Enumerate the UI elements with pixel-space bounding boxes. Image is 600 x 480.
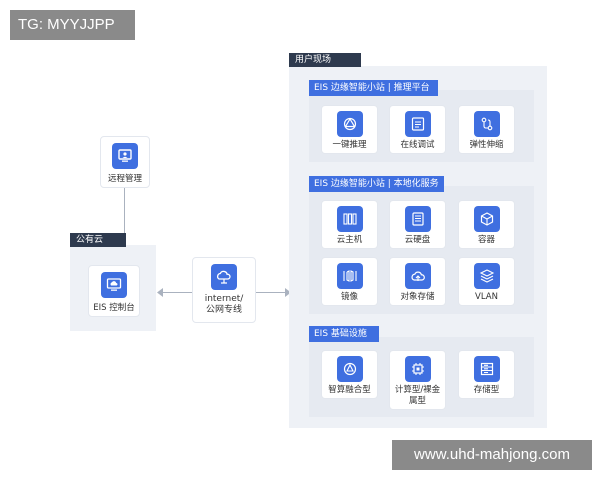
service-card-mirror[interactable]: 镜像 [321,257,378,306]
service-card-cloud-disk[interactable]: 云硬盘 [389,200,446,249]
public-cloud-title: 公有云 [70,233,126,247]
service-card-cloud-host[interactable]: 云主机 [321,200,378,249]
disk-icon [404,206,431,232]
fusion-icon [336,356,363,382]
section-header: EIS 基础设施 [309,326,379,342]
service-label: VLAN [475,292,498,302]
remote-management-card[interactable]: 远程管理 [100,136,150,188]
service-label: 在线调试 [400,140,435,150]
service-label: 智算融合型 [328,385,371,395]
service-card-object-storage[interactable]: 对象存储 [389,257,446,306]
mirror-icon [336,263,363,289]
service-card-container[interactable]: 容器 [458,200,515,249]
section-header: EIS 边缘智能小站 | 本地化服务 [309,176,444,192]
network-card[interactable]: internet/ 公网专线 [192,257,256,323]
arrow-right-icon [285,288,291,297]
debug-icon [404,111,431,137]
remote-management-label: 远程管理 [107,174,142,184]
connector-line-right [256,292,286,293]
service-card-elastic-scaling[interactable]: 弹性伸缩 [458,105,515,154]
arrow-left-icon [157,288,163,297]
cloud-network-icon [211,264,237,290]
connector-line-left [162,292,192,293]
service-card-fusion[interactable]: 智算融合型 [321,350,378,399]
service-label: 容器 [477,235,495,245]
service-label: 弹性伸缩 [469,140,504,150]
service-card-vlan[interactable]: VLAN [458,257,515,306]
service-card-storage[interactable]: 存储型 [458,350,515,399]
service-card-compute-baremetal[interactable]: 计算型/裸金 属型 [389,350,446,410]
service-label: 一键推理 [332,140,367,150]
service-label: 镜像 [340,292,358,302]
connector-line [124,188,125,266]
service-card-one-click-inference[interactable]: 一键推理 [321,105,378,154]
watermark-bottom-right: www.uhd-mahjong.com [392,440,592,470]
remote-monitor-icon [112,143,138,169]
service-label: 对象存储 [400,292,435,302]
object-storage-icon [404,263,431,289]
storage-icon [473,356,500,382]
scaling-icon [473,111,500,137]
server-icon [336,206,363,232]
service-label: 云主机 [336,235,363,245]
service-label: 云硬盘 [404,235,431,245]
chip-icon [404,356,431,382]
cloud-monitor-icon [101,272,127,298]
network-label: internet/ 公网专线 [204,294,244,315]
eis-console-label: EIS 控制台 [93,303,135,313]
watermark-top-left: TG: MYYJJPP [10,10,135,40]
user-site-title: 用户现场 [289,53,361,67]
section-header: EIS 边缘智能小站 | 推理平台 [309,80,438,96]
inference-icon [336,111,363,137]
eis-console-card[interactable]: EIS 控制台 [88,265,140,317]
vlan-icon [473,263,500,289]
service-label: 存储型 [473,385,500,395]
service-card-online-debug[interactable]: 在线调试 [389,105,446,154]
service-label: 计算型/裸金 属型 [394,385,441,406]
container-icon [473,206,500,232]
